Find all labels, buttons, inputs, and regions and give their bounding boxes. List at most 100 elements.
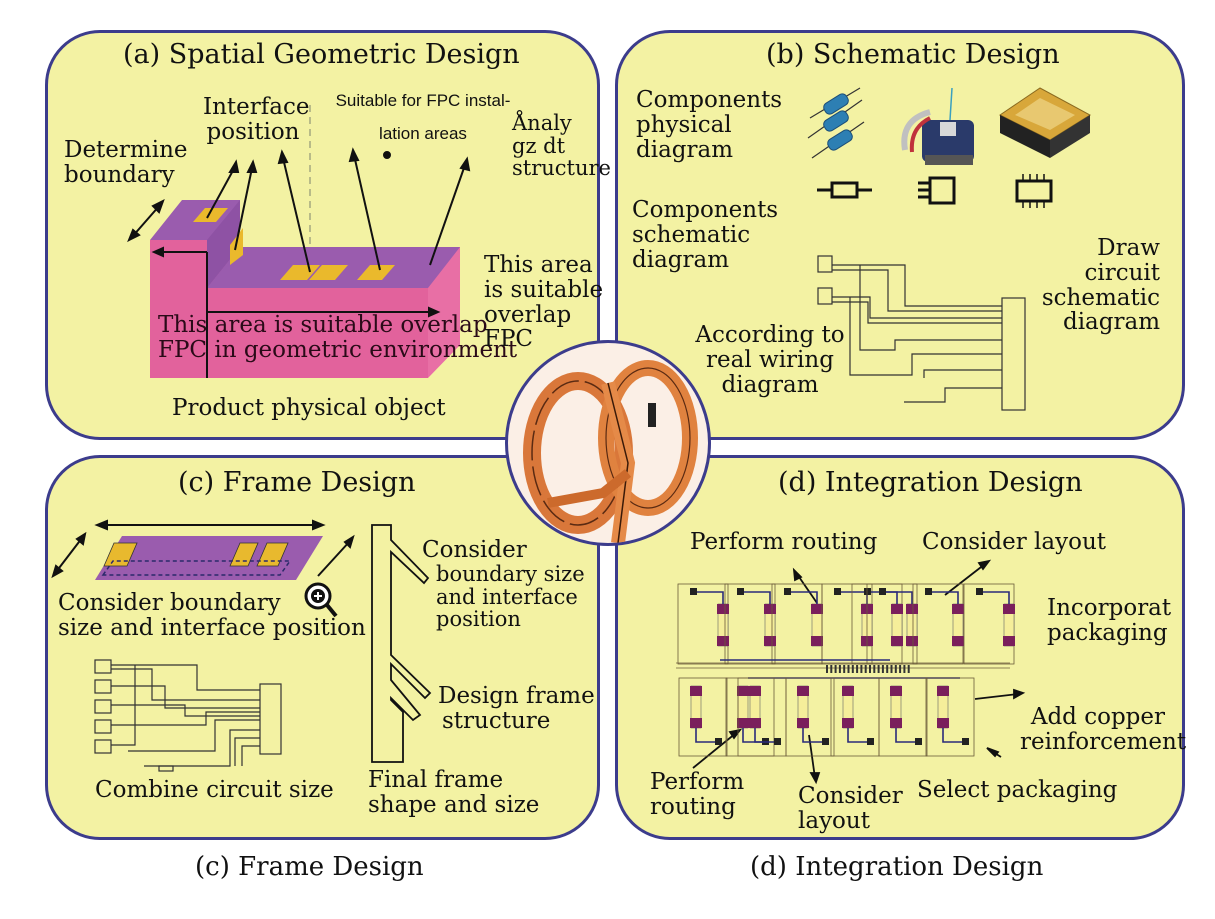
- label-boundary-interface: Consider boundary size and interface pos…: [58, 591, 366, 641]
- pad: [103, 542, 138, 567]
- text-line: lation areas: [379, 124, 467, 144]
- panel-frame-design: [45, 455, 600, 840]
- text-line: Interface: [203, 94, 310, 120]
- label-add-copper: Add copper reinforcement: [1020, 705, 1186, 755]
- panel-d-title: (d) Integration Design: [778, 467, 1083, 498]
- pad-square: [834, 588, 841, 595]
- text-line: Ånaly: [512, 111, 572, 135]
- text-line: structure: [512, 156, 611, 181]
- label-analyze-structure: Ånaly gz dt structure: [512, 112, 611, 180]
- pad: [193, 208, 228, 222]
- text-line: structure: [442, 707, 551, 734]
- label-overlap-side: This area is suitable overlap FPC: [484, 253, 603, 352]
- component-pad: [842, 686, 854, 696]
- connector-pin: [869, 665, 871, 673]
- text-line: Perform: [650, 769, 745, 795]
- trace: [740, 591, 771, 604]
- label-final-frame: Final frame shape and size: [368, 768, 539, 818]
- combined-circuit: [94, 659, 282, 772]
- text-line: diagram: [1062, 309, 1160, 336]
- chip-photo-icon: [999, 87, 1091, 158]
- text-line: Design frame: [438, 683, 595, 709]
- trace: [787, 591, 818, 604]
- text-line: diagram: [636, 136, 734, 163]
- panel-b-title: (b) Schematic Design: [766, 39, 1060, 70]
- label-consider-layout-top: Consider layout: [922, 529, 1107, 555]
- pad: [309, 265, 348, 280]
- pad-square: [915, 738, 922, 745]
- component-pad: [937, 686, 949, 696]
- text-line: Determine: [64, 137, 188, 163]
- label-suitable-installation: Suitable for FPC instal- lation areas: [323, 84, 523, 150]
- label-real-wiring: According to real wiring diagram: [690, 323, 850, 397]
- text-line: Consider: [798, 783, 903, 809]
- label-overlap-geometric: This area is suitable overlap FPC in geo…: [158, 313, 517, 363]
- label-interface-position: Interface position: [203, 94, 310, 145]
- text-line: routing: [650, 793, 736, 820]
- component-pad: [737, 718, 749, 728]
- pad-square: [784, 588, 791, 595]
- text-line: schematic: [632, 221, 751, 248]
- panel-c-title: (c) Frame Design: [178, 467, 416, 498]
- text-line: layout: [798, 807, 870, 834]
- component-pad: [891, 636, 903, 646]
- connector-pin: [877, 665, 880, 673]
- label-draw-circuit: Draw circuit schematic diagram: [1040, 236, 1160, 335]
- label-combine-circuit: Combine circuit size: [95, 777, 334, 803]
- text-line: position: [436, 607, 521, 632]
- component-pad: [764, 604, 776, 614]
- component-pad: [1003, 636, 1015, 646]
- connector-pin: [881, 665, 884, 673]
- text-line: diagram: [632, 246, 730, 273]
- text-line: Final frame: [368, 767, 504, 793]
- trace: [979, 591, 1010, 604]
- layout-outline: [925, 677, 975, 757]
- trace: [693, 591, 724, 604]
- pad-square: [879, 588, 886, 595]
- text-line: circuit: [1084, 259, 1160, 286]
- text-line: real wiring: [706, 346, 834, 373]
- text-line: schematic: [1041, 284, 1160, 311]
- component-pad: [717, 636, 729, 646]
- panel-a-title: (a) Spatial Geometric Design: [123, 39, 520, 70]
- trace: [754, 728, 778, 743]
- component-pad: [952, 604, 964, 614]
- trace: [895, 728, 919, 743]
- text-line: boundary size: [436, 561, 585, 586]
- label-determine-boundary: Determine boundary: [64, 138, 188, 188]
- text-line: and interface: [436, 584, 578, 609]
- component-pad: [811, 604, 823, 614]
- pad-square: [690, 588, 697, 595]
- resistor-photo-icon: [807, 87, 865, 159]
- connector-pin: [899, 665, 902, 673]
- text-line: This area is suitable overlap: [158, 312, 488, 338]
- connector-pin: [826, 665, 828, 673]
- component-pad: [890, 718, 902, 728]
- component-pad: [952, 636, 964, 646]
- layout-outline: [785, 677, 835, 757]
- text-line: Suitable for FPC instal-: [335, 91, 511, 110]
- label-product-object: Product physical object: [172, 395, 446, 421]
- trace: [882, 591, 913, 604]
- connector-pin: [843, 665, 846, 673]
- chip-symbol-icon: [1015, 174, 1053, 208]
- label-perform-routing-bottom: Perform routing: [650, 770, 744, 820]
- pad-square: [867, 738, 874, 745]
- connector-pin: [894, 665, 897, 673]
- component-pad: [717, 604, 729, 614]
- component-pad: [937, 718, 949, 728]
- pad-square: [715, 738, 722, 745]
- label-schematic-diagram: Components schematic diagram: [632, 198, 778, 272]
- label-incorporate-packaging: Incorporat packaging: [1047, 596, 1171, 646]
- connector-pin: [886, 665, 889, 673]
- text-line: position: [206, 118, 300, 145]
- connector-pin: [851, 665, 854, 673]
- text-line: size and interface position: [58, 614, 366, 641]
- text-line: According to: [695, 322, 845, 348]
- trace: [928, 591, 959, 604]
- pad-square: [822, 738, 829, 745]
- text-line: diagram: [721, 371, 819, 398]
- magnifier-plus-icon: [304, 582, 338, 618]
